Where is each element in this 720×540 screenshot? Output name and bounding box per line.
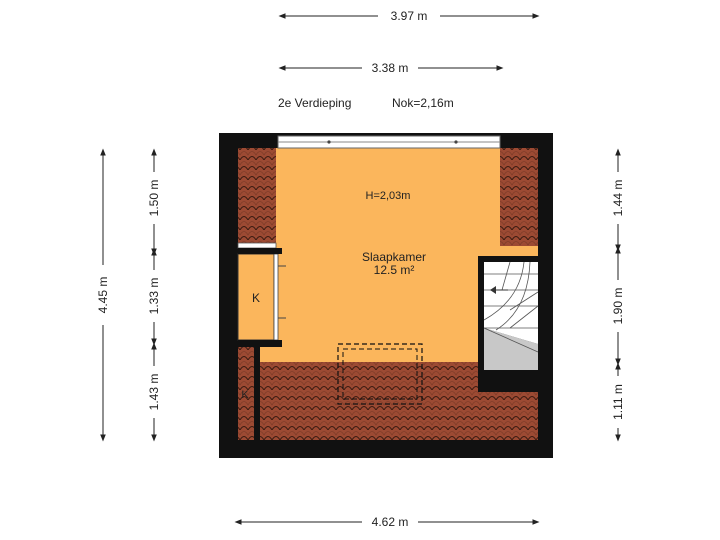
floor-name: 2e Verdieping <box>278 96 351 110</box>
roof-tiles-right-lower <box>480 392 538 440</box>
dim-right-upper: 1.44 m <box>611 180 625 217</box>
roof-tiles-top-right <box>500 148 538 246</box>
dim-top-inner: 3.38 m <box>372 61 409 75</box>
dim-right-middle: 1.90 m <box>611 288 625 325</box>
room-area-label: 12.5 m² <box>374 263 415 277</box>
dim-bottom: 4.62 m <box>372 515 409 529</box>
storage-k-upper-label: K <box>252 291 260 305</box>
dim-top-outer: 3.97 m <box>391 9 428 23</box>
room-height-label: H=2,03m <box>366 190 411 202</box>
dim-left-middle: 1.33 m <box>147 278 161 315</box>
roof-tiles-top-left <box>238 148 276 244</box>
dim-left-total: 4.45 m <box>96 277 110 314</box>
roof-hatch <box>337 343 423 405</box>
room-name-label: Slaapkamer <box>362 250 426 264</box>
dim-right-lower: 1.11 m <box>611 384 625 420</box>
dim-left-upper: 1.50 m <box>147 180 161 217</box>
storage-k-lower <box>238 347 254 440</box>
storage-k-lower-label: K <box>241 389 249 401</box>
ridge-height: Nok=2,16m <box>392 96 454 110</box>
dim-left-lower: 1.43 m <box>147 374 161 411</box>
